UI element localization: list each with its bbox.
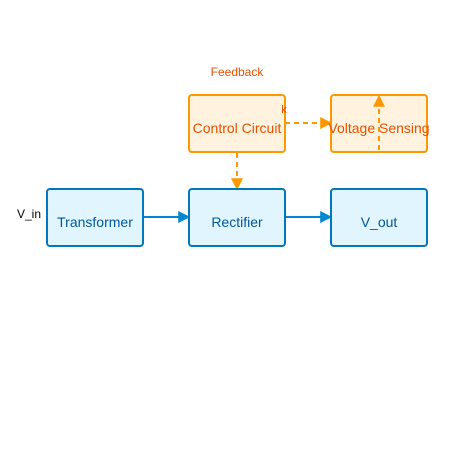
node-transformer-label: Transformer <box>57 214 133 230</box>
node-transformer[interactable]: Transformer <box>46 188 144 247</box>
input-label: V_in <box>17 207 41 221</box>
feedback-mark: k <box>281 104 287 116</box>
node-control-circuit[interactable]: Control Circuit <box>188 94 286 153</box>
node-rectifier[interactable]: Rectifier <box>188 188 286 247</box>
node-control-circuit-label: Control Circuit <box>193 120 282 136</box>
node-rectifier-label: Rectifier <box>211 214 263 230</box>
node-v-out-label: V_out <box>361 214 398 230</box>
diagram-title: Feedback <box>211 65 265 79</box>
node-v-out[interactable]: V_out <box>330 188 428 247</box>
